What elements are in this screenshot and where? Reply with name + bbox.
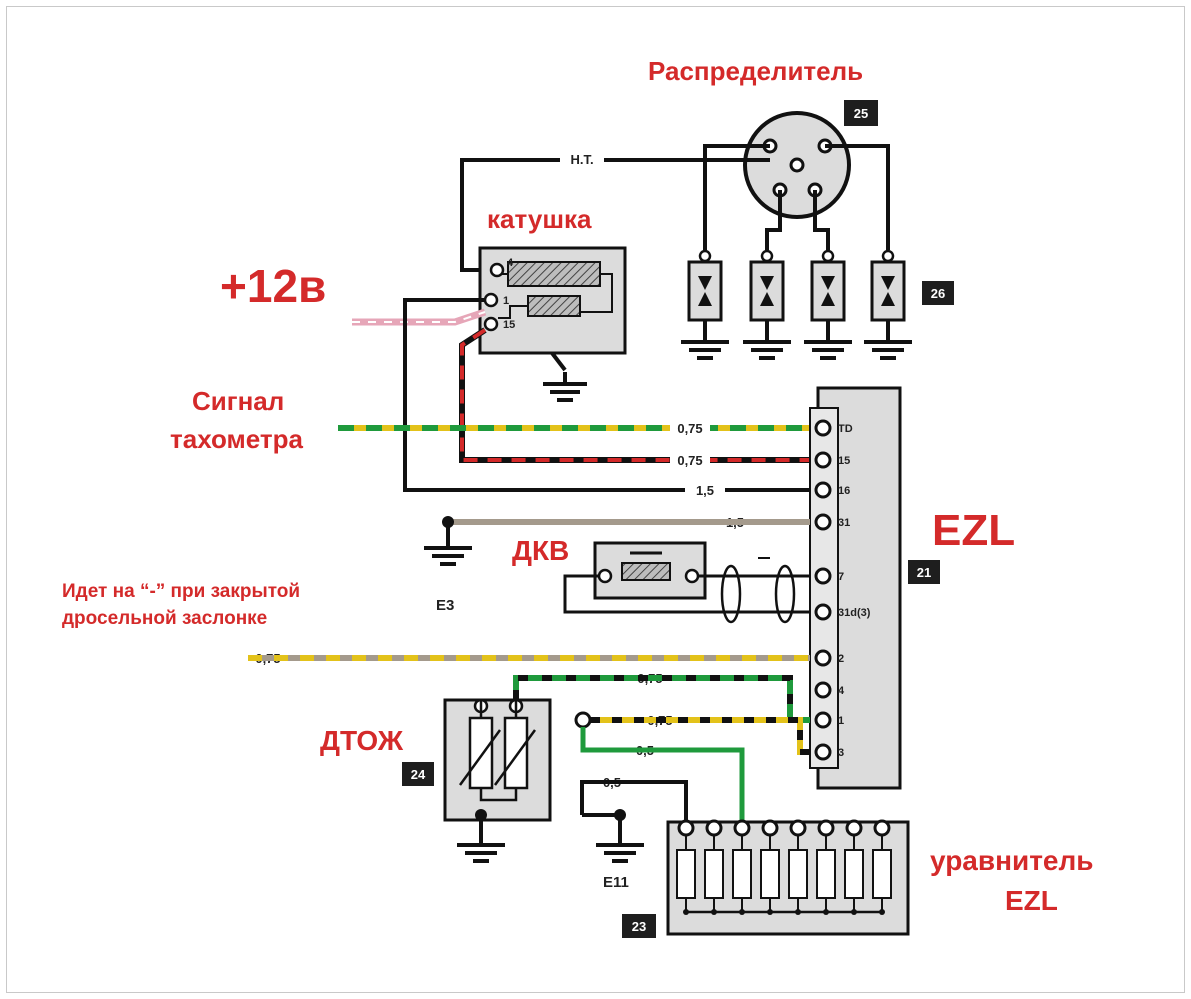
equalizer-resistor [872,849,892,899]
ezl-pin-15 [814,451,832,469]
equalizer-terminal [845,819,863,837]
ezl-pin-2 [814,649,832,667]
equalizer-terminal [873,819,891,837]
plus12v-wire [352,308,487,326]
spark-plug-icon [864,249,912,360]
e11-ground-icon [582,809,644,863]
equalizer-label-1: уравнитель [930,845,1094,876]
dtozh-label: ДТОЖ [320,725,404,756]
wire-gauge-label: 0,75 [677,421,702,436]
dkv-label: ДКВ [512,535,569,566]
wire-gauge-label: 1,5 [696,483,714,498]
ezl-pin-label: 31d(3) [838,607,871,619]
wire-coil1-ezl16 [403,298,810,492]
badge-24 [402,762,434,786]
ezl-label: EZL [932,506,1015,555]
equalizer-resistor [816,849,836,899]
note-line-1: Идет на “-” при закрытой [62,581,300,602]
badge-23 [622,914,656,938]
svg-text:23: 23 [632,919,646,934]
ezl-pin-label: 4 [838,685,845,697]
equalizer-resistor [844,849,864,899]
equalizer-terminal [817,819,835,837]
spark-plug-icon [743,249,791,360]
ezl-pin-label: 31 [838,517,850,529]
ezl-pin-label: TD [838,423,853,435]
spark-plugs [681,249,912,360]
ezl-equalizer [666,819,910,936]
equalizer-resistor [676,849,696,899]
svg-text:24: 24 [411,767,426,782]
plug-leads [703,144,890,250]
badge-21 [908,560,940,584]
distributor-label: Распределитель [648,56,863,86]
ezl-pin-31d3 [814,603,832,621]
ezl-pin-label: 3 [838,747,844,759]
badge-26 [922,281,954,305]
ezl-pin-4 [814,681,832,699]
equalizer-terminal [789,819,807,837]
coil-ground-icon [543,372,587,402]
coil-pin-4 [489,262,505,278]
ezl-pin-label: 2 [838,653,844,665]
ezl-pin-TD [814,419,832,437]
svg-text:15: 15 [503,319,515,331]
spark-plug-icon [804,249,852,360]
tacho-label-1: Сигнал [192,386,284,416]
tacho-label-2: тахометра [170,424,304,454]
wire-eq-black [580,780,688,822]
ezl-pin-16 [814,481,832,499]
equalizer-terminal [761,819,779,837]
coil-label: катушка [487,204,592,234]
coil-pin-15 [483,316,499,332]
ezl-pin-1 [814,711,832,729]
svg-text:4: 4 [507,257,514,269]
dkv-sensor [563,541,810,624]
ezl-pin-31 [814,513,832,531]
wire-eq-green [580,727,745,822]
equalizer-resistor [704,849,724,899]
dtozh-ground-icon [457,809,505,863]
ezl-pin-label: 16 [838,485,850,497]
e3-label: E3 [436,597,454,614]
equalizer-label-2: EZL [1005,885,1058,916]
ezl-pin-label: 15 [838,455,850,467]
svg-text:26: 26 [931,286,945,301]
equalizer-resistor [732,849,752,899]
wire-ezl3 [590,717,810,755]
e3-ground-icon [424,516,472,566]
ezl-pin-3 [814,743,832,761]
svg-text:25: 25 [854,106,868,121]
ezl-pin-label: 1 [838,715,844,727]
equalizer-terminal [677,819,695,837]
plus12v-label: +12в [220,260,326,312]
ezl-pin-label: 7 [838,571,844,583]
spark-plug-icon [681,249,729,360]
equalizer-terminal [705,819,723,837]
ht-label: H.T. [570,152,593,167]
equalizer-terminal [733,819,751,837]
note-line-2: дросельной заслонке [62,608,267,629]
diagram-frame [6,6,1185,993]
equalizer-resistor [760,849,780,899]
coil-pin-1 [483,292,499,308]
ezl-unit [809,386,902,790]
ezl-pin-7 [814,567,832,585]
badge-25 [844,100,878,126]
distributor-terminal [789,157,805,173]
distributor [743,111,851,219]
dtozh-sensor [443,698,552,822]
e11-label: E11 [603,874,629,891]
equalizer-resistor [788,849,808,899]
svg-text:1: 1 [503,295,509,307]
wire-gauge-label: 0,75 [677,453,702,468]
svg-text:21: 21 [917,565,931,580]
